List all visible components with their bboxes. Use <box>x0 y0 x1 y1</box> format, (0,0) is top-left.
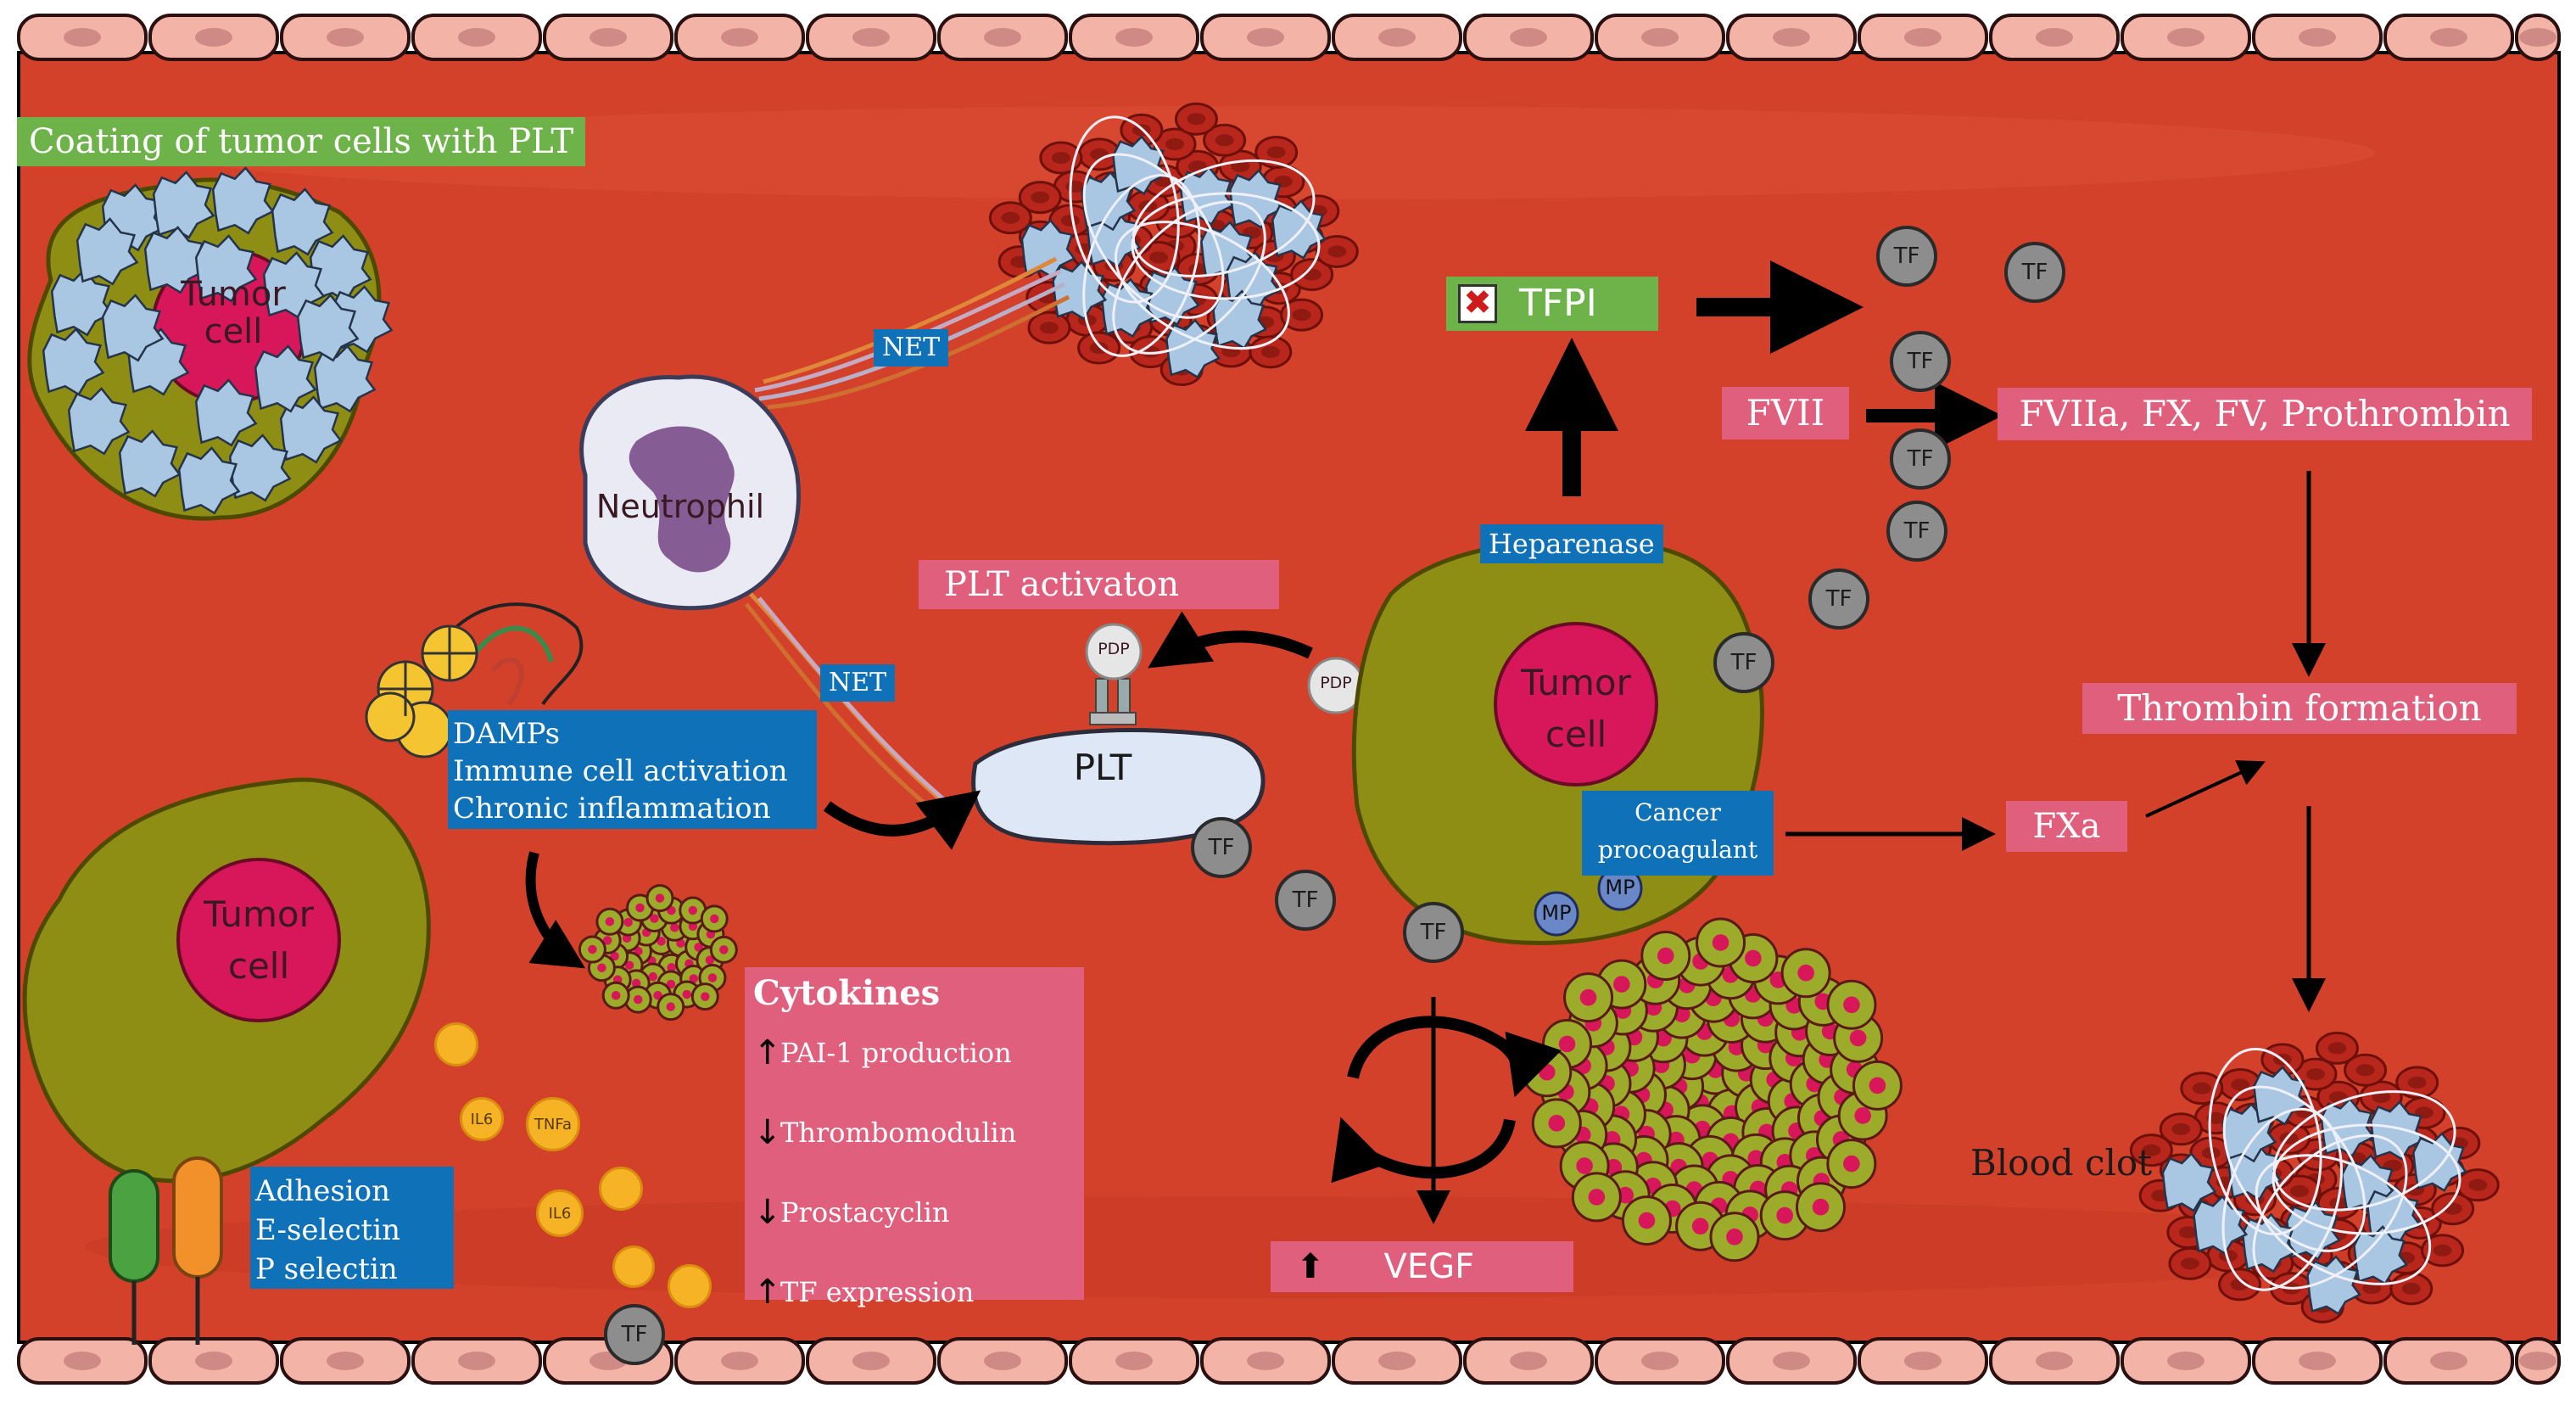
adhesion-line-3: P selectin <box>255 1252 398 1286</box>
cytokine-item-text: TF expression <box>780 1276 975 1308</box>
small-tumor-cluster <box>578 884 738 1022</box>
endothelium-top <box>17 14 2561 61</box>
tf-bead: TF <box>2004 242 2065 303</box>
cytokines-box: Cytokines ↑PAI-1 production↓Thrombomodul… <box>745 967 1084 1312</box>
cancer-procoagulant-line-1: Cancer <box>1634 798 1721 826</box>
down-arrow-icon: ↓ <box>753 1193 782 1232</box>
cytokines-title: Cytokines <box>753 973 941 1013</box>
mp-label: MP <box>1541 901 1572 925</box>
coating-title: Coating of tumor cells with PLT <box>17 117 586 166</box>
arrows <box>525 260 2326 1224</box>
tf-bead: TF <box>1876 226 1937 287</box>
cytokine-bead <box>612 1245 655 1288</box>
vegf-label: VEGF <box>1383 1247 1475 1286</box>
pdp-receptor <box>1085 623 1143 680</box>
inhibit-icon: ✖ <box>1458 284 1497 323</box>
damps-line-3: Chronic inflammation <box>453 792 771 826</box>
tf-bead: TF <box>1890 331 1951 392</box>
neutrophil-label: Neutrophil <box>595 488 765 525</box>
cytokine-item: ↑PAI-1 production <box>753 1013 1076 1093</box>
neutrophil <box>579 374 801 611</box>
tf-bead: TF <box>1275 870 1336 931</box>
coated-tumor-cell-label: Tumor cell <box>181 275 286 351</box>
cancer-procoagulant-label: Cancer procoagulant <box>1582 791 1774 876</box>
damps-line-1: DAMPs <box>453 717 561 751</box>
tf-bead: TF <box>1191 817 1252 878</box>
bottom-left-tumor-cell <box>22 777 431 1184</box>
cancer-procoagulant-line-2: procoagulant <box>1597 836 1758 864</box>
platelet-plt <box>971 678 1266 846</box>
adhesion-line-1: Adhesion <box>255 1174 391 1208</box>
cytokine-item: ↓Prostacyclin <box>753 1173 1076 1252</box>
immune-complex <box>365 602 584 758</box>
selectins <box>109 1156 223 1345</box>
vegf-box: ⬆ VEGF <box>1271 1241 1573 1292</box>
net-label-top: NET <box>874 329 949 367</box>
tf-bead: TF <box>604 1304 665 1365</box>
tfpi-box: ✖ TFPI <box>1446 277 1658 331</box>
adhesion-line-2: E-selectin <box>255 1213 400 1247</box>
damps-box: DAMPs Immune cell activation Chronic inf… <box>448 710 817 829</box>
cytokine-item-text: Prostacyclin <box>780 1196 950 1229</box>
cytokine-item-text: PAI-1 production <box>780 1037 1012 1069</box>
tfpi-label: TFPI <box>1519 282 1597 325</box>
net-label-bottom: NET <box>820 664 896 702</box>
fvii-label: FVII <box>1722 387 1849 439</box>
il6-bead: IL6 <box>460 1097 504 1141</box>
up-arrow-icon: ⬆ <box>1296 1247 1325 1286</box>
tnfa-bead: TNFa <box>526 1097 580 1151</box>
blood-clot <box>2129 1031 2500 1324</box>
blood-clot-label: Blood clot <box>1970 1142 2153 1184</box>
top-clot <box>988 102 1359 387</box>
cytokine-item-text: Thrombomodulin <box>780 1117 1017 1149</box>
il6-bead: IL6 <box>536 1189 584 1237</box>
cytokine-bead <box>599 1167 643 1211</box>
up-arrow-icon: ↑ <box>753 1033 782 1072</box>
plt-label: PLT <box>1073 747 1132 788</box>
tf-bead: TF <box>1713 632 1774 693</box>
tf-bead: TF <box>1808 568 1869 630</box>
thrombin-formation-label: Thrombin formation <box>2082 683 2517 734</box>
up-arrow-icon: ↑ <box>753 1273 782 1312</box>
center-tumor-cell-label: Tumor cell <box>1521 662 1631 755</box>
mp-label: MP <box>1605 876 1635 899</box>
factors-label: FVIIa, FX, FV, Prothrombin <box>1998 388 2532 440</box>
cytokine-item: ↓Thrombomodulin <box>753 1093 1076 1173</box>
bottom-left-tumor-cell-label: Tumor cell <box>204 893 314 987</box>
tf-bead: TF <box>1403 902 1464 963</box>
large-tumor-cluster <box>1522 917 1903 1262</box>
tf-bead: TF <box>1886 501 1947 562</box>
down-arrow-icon: ↓ <box>753 1113 782 1152</box>
endothelium-bottom <box>17 1337 2561 1385</box>
pdp-free-label: PDP <box>1320 674 1352 692</box>
coated-tumor-cell <box>27 166 394 521</box>
tf-bead: TF <box>1890 428 1951 490</box>
cytokine-item: ↑TF expression <box>753 1252 1076 1332</box>
pdp-receptor-label: PDP <box>1098 640 1130 658</box>
cytokine-bead <box>668 1264 712 1308</box>
adhesion-box: Adhesion E-selectin P selectin <box>250 1167 454 1289</box>
heparanase-label: Heparenase <box>1480 524 1663 563</box>
plt-activation-label: PLT activaton <box>919 560 1279 609</box>
cytokine-bead <box>434 1022 478 1066</box>
fxa-label: FXa <box>2006 801 2127 852</box>
damps-line-2: Immune cell activation <box>453 754 788 788</box>
